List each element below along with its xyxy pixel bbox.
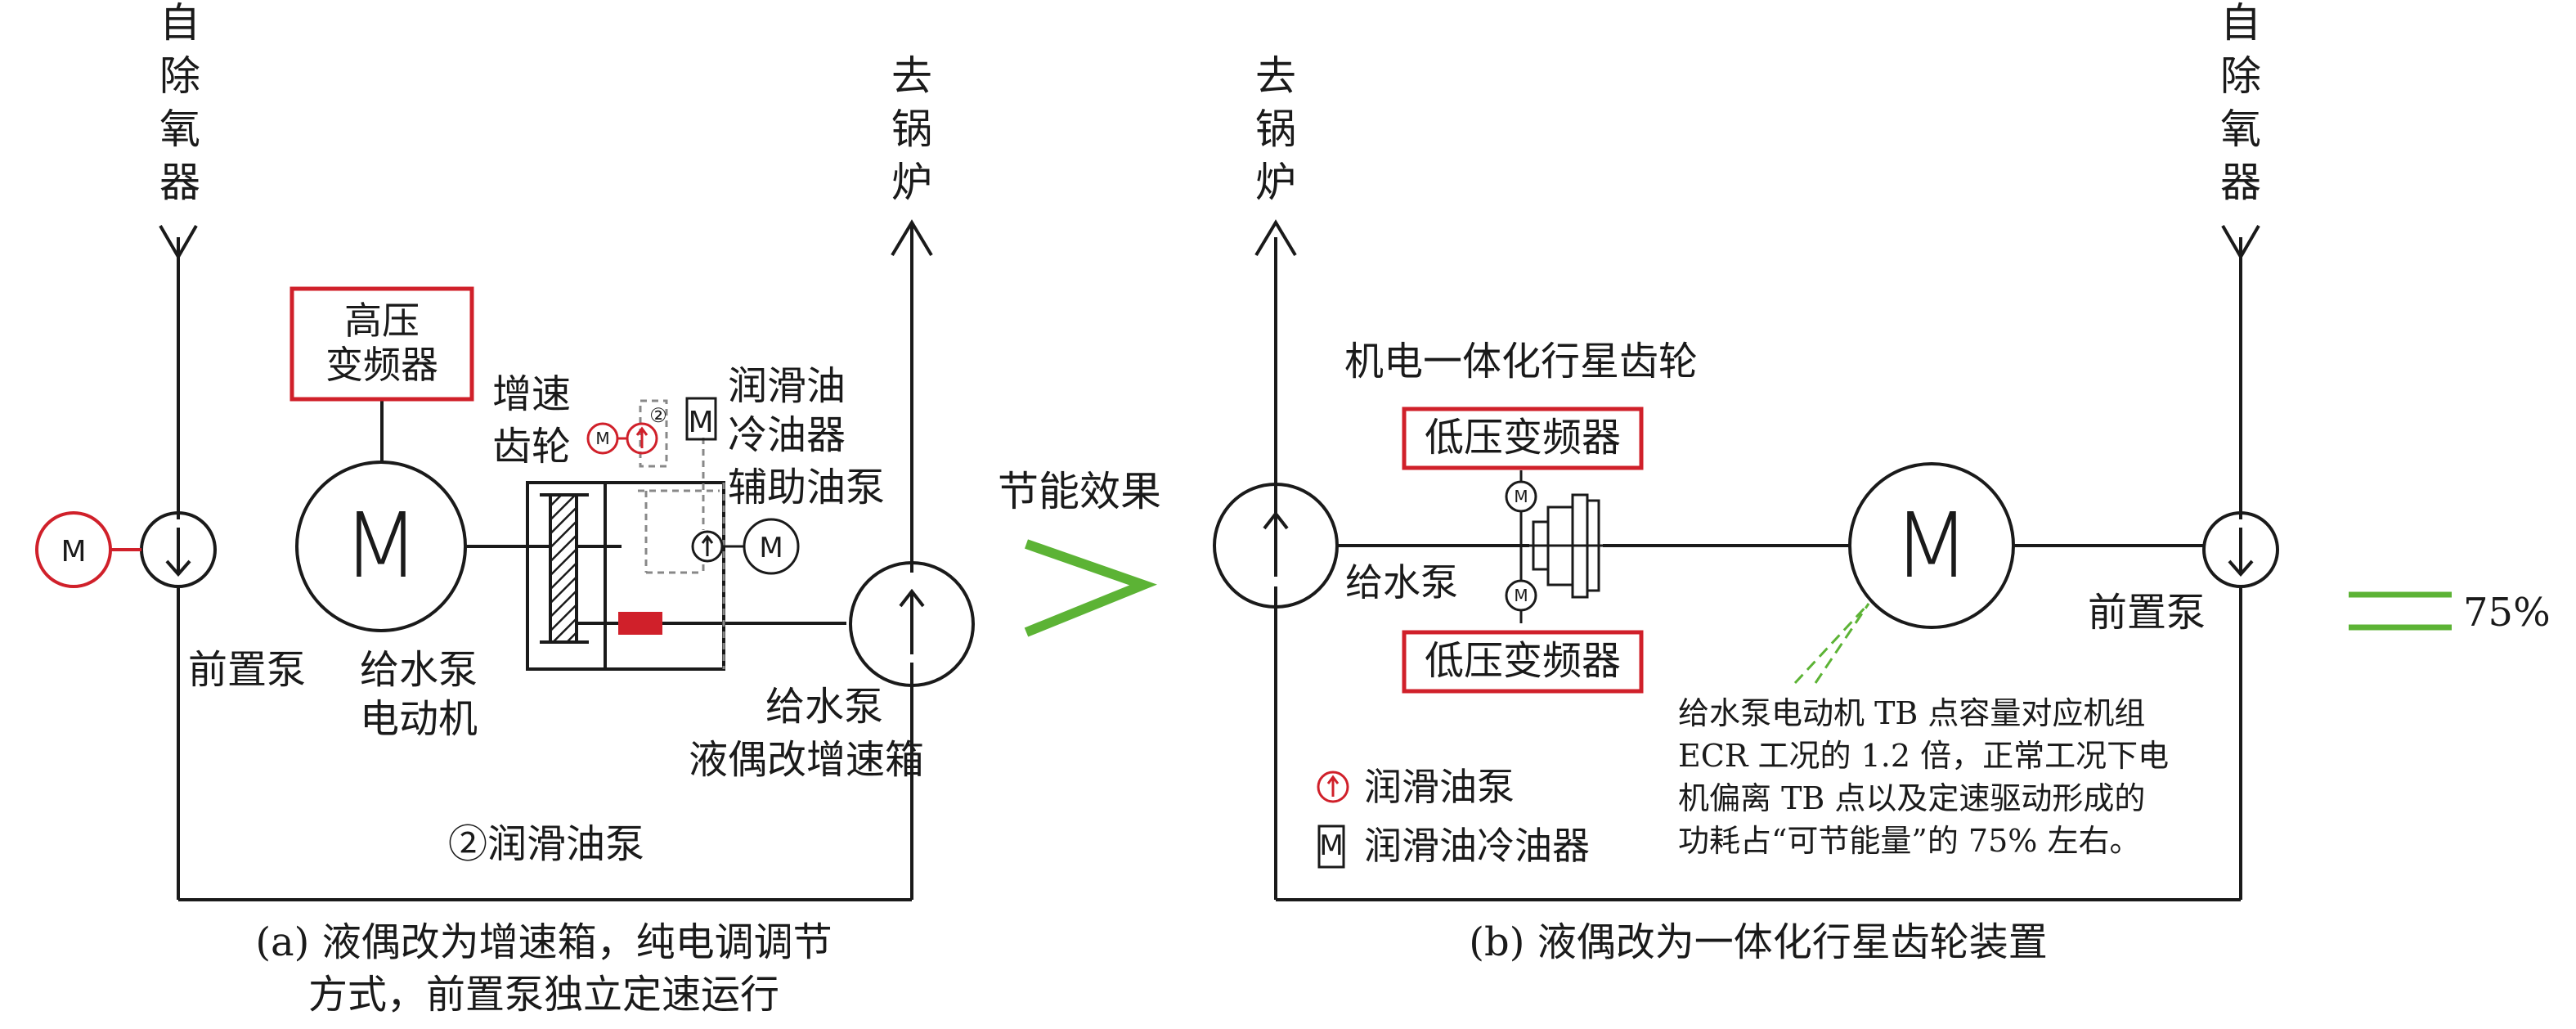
hv-vfd-box [289, 286, 474, 402]
aux-oil-pump-label: 辅助油泵 [728, 465, 885, 510]
svg-text:M: M [759, 532, 783, 564]
right-booster-pump-label: 前置泵 [2088, 590, 2206, 636]
lube-pump-note: ②润滑油泵 [448, 821, 644, 867]
effect-label: 节能效果 [998, 468, 1161, 515]
svg-text:除: 除 [2220, 52, 2261, 100]
svg-text:自: 自 [2220, 0, 2261, 47]
svg-text:M: M [595, 429, 609, 448]
equals-icon [2349, 591, 2452, 631]
svg-text:去: 去 [1255, 52, 1296, 100]
svg-text:M: M [61, 535, 86, 568]
gearbox-label-1: 增速 [492, 371, 571, 417]
svg-text:自: 自 [159, 0, 200, 47]
right-inlet-chevron-icon [2221, 224, 2260, 260]
svg-text:M: M [1514, 487, 1528, 506]
left-caption-2: 方式，前置泵独立定速运行 [308, 972, 779, 1018]
legend-lube-pump-icon [1317, 771, 1349, 803]
lv-vfd-top-box [1402, 407, 1644, 470]
svg-text:去: 去 [891, 52, 932, 100]
left-booster-pump-label: 前置泵 [188, 647, 306, 693]
svg-text:器: 器 [2220, 159, 2261, 206]
svg-text:氧: 氧 [2220, 106, 2261, 153]
svg-text:氧: 氧 [159, 106, 200, 153]
gearbox-label-2: 齿轮 [492, 424, 571, 470]
right-to-boiler-label: 去 锅 炉 [1255, 52, 1296, 206]
circled-two-mark: ② [649, 404, 667, 427]
right-caption: (b) 液偶改为一体化行星齿轮装置 [1469, 919, 2047, 965]
left-to-boiler-label: 去 锅 炉 [891, 52, 932, 206]
svg-text:给水泵电动机 TB 点容量对应机组: 给水泵电动机 TB 点容量对应机组 [1678, 695, 2145, 731]
oil-cooler-label-2: 冷油器 [728, 412, 846, 458]
svg-text:M: M [688, 406, 713, 439]
aux-oil-motor-icon [743, 518, 800, 575]
svg-text:锅: 锅 [1255, 106, 1296, 153]
svg-text:器: 器 [159, 159, 200, 206]
inlet-chevron-icon [159, 224, 198, 260]
right-diagram [1213, 219, 2279, 901]
right-from-deaerator-label: 自 除 氧 器 [2220, 0, 2261, 206]
svg-text:除: 除 [159, 52, 200, 100]
legend-oil-cooler-icon [1317, 825, 1345, 869]
svg-text:M: M [1319, 829, 1343, 862]
svg-text:ECR 工况的 1.2 倍，正常工况下电: ECR 工况的 1.2 倍，正常工况下电 [1678, 738, 2169, 774]
svg-text:机偏离 TB 点以及定速驱动形成的: 机偏离 TB 点以及定速驱动形成的 [1678, 780, 2145, 816]
note-text: 给水泵电动机 TB 点容量对应机组 ECR 工况的 1.2 倍，正常工况下电 机… [1678, 695, 2169, 859]
coupling-red [618, 612, 662, 635]
oil-cooler-label-1: 润滑油 [728, 363, 846, 409]
legend-oil-cooler-label: 润滑油冷油器 [1364, 824, 1590, 868]
equals-value: 75% [2463, 590, 2551, 636]
svg-text:炉: 炉 [1255, 159, 1296, 206]
fw-pump-motor-label-1: 给水泵 [360, 647, 478, 693]
hv-vfd-label-1: 高压 [344, 299, 420, 343]
gear-shaft-hatched [549, 493, 578, 644]
svg-text:功耗占“可节能量”的 75% 左右。: 功耗占“可节能量”的 75% 左右。 [1678, 823, 2140, 859]
greater-than-icon [1024, 539, 1157, 637]
left-fw-pump-label-2: 液偶改增速箱 [689, 737, 924, 783]
svg-text:炉: 炉 [891, 159, 932, 206]
lv-vfd-bottom-label: 低压变频器 [1425, 638, 1621, 684]
lube-pump-red-icon [626, 422, 658, 455]
right-booster-pump-icon [2202, 511, 2279, 588]
svg-text:M: M [343, 493, 420, 598]
left-fw-pump-label-1: 给水泵 [765, 684, 883, 730]
planetary-gear-icon [1529, 493, 1603, 599]
outlet-arrow-icon [891, 219, 933, 257]
left-caption-1: (a) 液偶改为增速箱，纯电调调节 [255, 919, 832, 965]
svg-text:锅: 锅 [891, 106, 932, 153]
oil-cooler-icon [685, 397, 717, 441]
lv-vfd-top-label: 低压变频器 [1425, 415, 1621, 461]
right-fw-pump-label: 给水泵 [1345, 560, 1458, 604]
legend-lube-pump-label: 润滑油泵 [1364, 765, 1515, 809]
planetary-title: 机电一体化行星齿轮 [1344, 339, 1698, 384]
fw-pump-icon [849, 561, 975, 687]
left-from-deaerator-label: 自 除 氧 器 [159, 0, 200, 206]
right-motor-icon [1848, 462, 2015, 629]
lv-vfd-bottom-box [1402, 630, 1644, 694]
left-diagram [35, 219, 975, 901]
right-outlet-arrow-icon [1254, 219, 1297, 257]
svg-text:M: M [1893, 493, 1971, 598]
svg-text:M: M [1514, 586, 1528, 605]
fw-pump-motor-label-2: 电动机 [360, 696, 478, 742]
hv-vfd-label-2: 变频器 [325, 343, 438, 387]
